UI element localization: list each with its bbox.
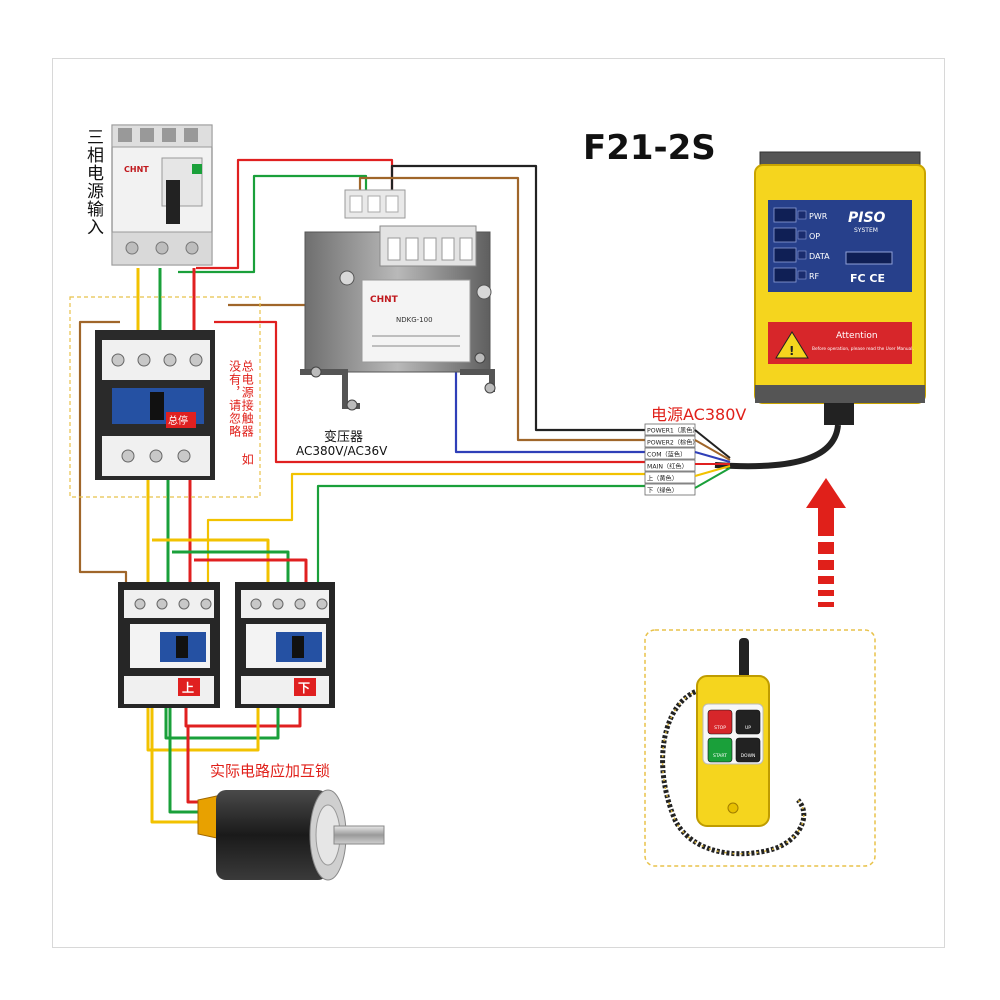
contactor-up: 上 [118,582,220,708]
main-contactor: 总停 [95,330,215,480]
terminal-label: COM（蓝色） [647,451,686,459]
receiver-cert: FC CE [850,272,885,285]
indicator-label: OP [809,232,820,241]
contactor-up-label: 上 [182,680,194,695]
wire-brown-power2 [358,176,645,442]
terminal-box [644,447,696,460]
attention-title: Attention [836,331,878,341]
wire-green-down [316,484,645,588]
wire-yellow-cross [152,538,270,590]
wire-yellow-up [206,472,645,588]
transformer: CHNT NDKG-100 [300,189,496,411]
remote-button[interactable] [707,709,733,735]
contactor-down-label: 下 [298,681,310,695]
attention-text: Before operation, please read the User M… [812,346,914,352]
terminal-box [644,459,696,472]
remote-control: STOP UP START DOWN [660,638,807,857]
terminal-labels: POWER1（黑色） POWER2（棕色） COM（蓝色） MAIN（红色） 上（黄色）… [644,423,699,496]
svg-text:!: ! [789,344,794,358]
indicator-label: RF [809,272,820,281]
terminal-label: POWER2（棕色） [647,439,699,447]
power-supply-label: 电源AC380V [651,405,747,424]
indicator-icon [797,270,807,280]
wire-red-cross [194,558,308,590]
wire-green-motor [168,706,210,814]
indicator-icon [797,250,807,260]
interlock-note-label: 实际电路应加互锁 [210,762,331,780]
terminal-label: MAIN（红色） [647,463,688,471]
wire-yellow-motor [150,706,210,824]
up-arrow [806,478,846,607]
terminal-box [644,423,696,436]
terminal-box [644,483,696,496]
wire-red-bottom-cross [184,706,302,728]
terminal-box [644,471,696,484]
main-contactor-dashed-box [69,296,261,498]
indicator-label: PWR [809,212,828,221]
receiver-system: SYSTEM [854,227,878,234]
wires [78,158,645,824]
motor [197,789,385,881]
terminal-leads [694,429,731,489]
receiver: PISO SYSTEM PWR OP DATA RF FC CE ! Attentio… [714,151,926,470]
terminal-label: 上（黄色） [647,475,678,483]
wire-green-bottom-cross [164,706,280,740]
remote-button-label: DOWN [741,753,756,759]
remote-button-label: STOP [714,725,726,731]
wire-black-power1 [390,164,645,432]
indicator-light [773,267,797,283]
main-contactor-note: 总电源接触器 如没有，请忽略 [227,360,255,466]
indicator-light [773,227,797,243]
power-input-label: 三相电源输入 [83,128,103,236]
transformer-name-label: 变压器 [324,430,364,445]
wire-green-breaker-to-transformer [178,174,368,274]
wire-red-main [214,320,645,464]
remote-button[interactable] [735,737,761,763]
remote-button-label: UP [745,725,751,731]
transformer-brand: CHNT [370,295,399,305]
terminal-label: 下（绿色） [647,487,678,495]
remote-dashed-box [644,629,876,867]
receiver-brand: PISO [848,210,886,226]
contactor-down: 下 [235,582,335,708]
remote-button-label: START [713,753,727,759]
indicator-light [773,207,797,223]
remote-button[interactable] [735,709,761,735]
terminal-box [644,435,696,448]
breaker-brand: CHNT [124,165,149,174]
wire-yellow-bottom-cross [146,706,260,752]
transformer-spec-label: AC380V/AC36V [296,444,388,458]
diagram-frame [52,58,945,948]
main-contactor-tag: 总停 [168,414,188,427]
circuit-breaker: CHNT [111,124,213,266]
indicator-icon [797,210,807,220]
transformer-model: NDKG-100 [396,316,433,324]
wire-brown-common [78,320,128,588]
indicator-light [773,247,797,263]
indicator-label: DATA [809,252,830,261]
terminal-label: POWER1（黑色） [647,427,699,435]
remote-button[interactable] [707,737,733,763]
wire-green-cross [172,550,290,590]
indicator-icon [797,230,807,240]
diagram-title: F21-2S [583,128,716,168]
